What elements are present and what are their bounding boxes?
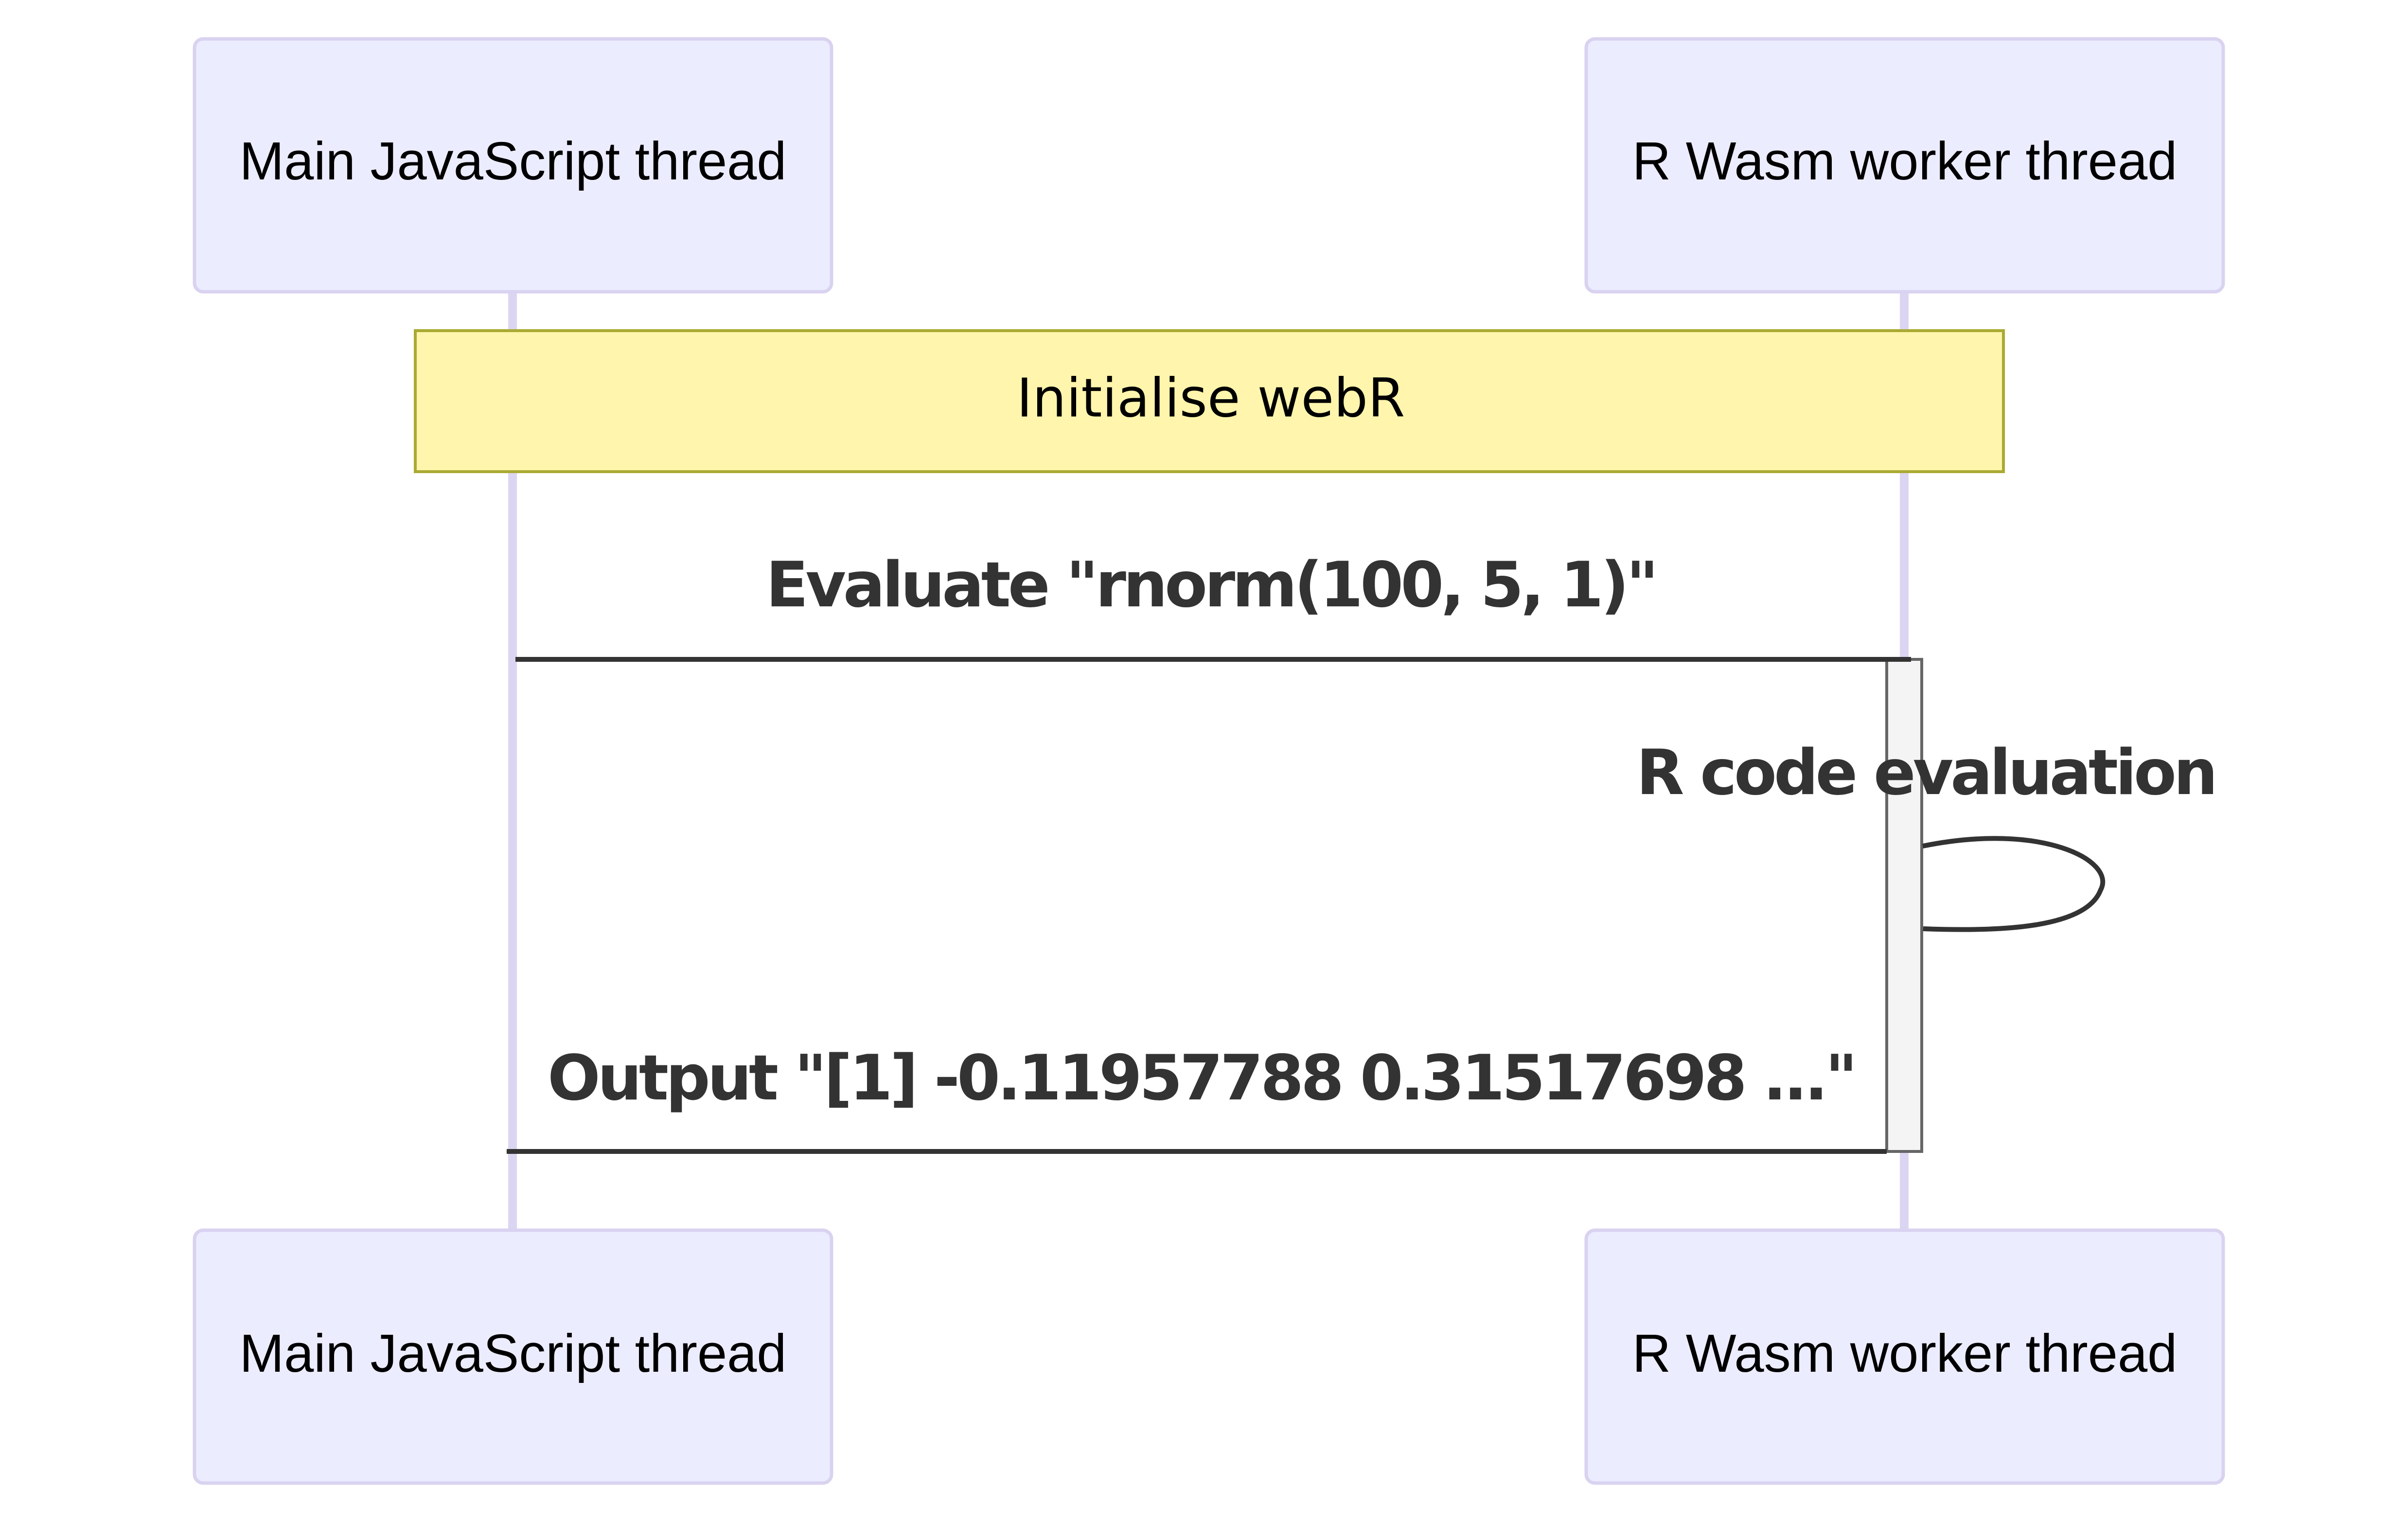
participant-label: Main JavaScript thread bbox=[240, 131, 787, 191]
participant-box bbox=[1584, 1228, 2225, 1485]
participant-box bbox=[193, 1228, 833, 1485]
participant-label: Main JavaScript thread bbox=[240, 1324, 787, 1383]
message-evaluate: Evaluate "rnorm(100, 5, 1)" bbox=[515, 549, 1912, 662]
note-initialise: Initialise webR bbox=[414, 329, 2005, 473]
participant-label: R Wasm worker thread bbox=[1632, 131, 2178, 191]
participant-worker-top: R Wasm worker thread bbox=[1584, 37, 2225, 294]
message-self-evaluation: R code evaluation bbox=[1636, 737, 2218, 932]
note-box bbox=[414, 329, 2005, 473]
activation-bar bbox=[1885, 658, 1923, 1153]
message-label: Output "[1] -0.11957788 0.31517698 ..." bbox=[548, 1042, 1855, 1114]
participant-main-top: Main JavaScript thread bbox=[193, 37, 833, 294]
message-label: R code evaluation bbox=[1636, 737, 2215, 809]
participant-box bbox=[1584, 37, 2225, 294]
participant-box bbox=[193, 37, 833, 294]
participant-label: R Wasm worker thread bbox=[1632, 1324, 2178, 1383]
message-output: Output "[1] -0.11957788 0.31517698 ..." bbox=[506, 1042, 1887, 1154]
self-arrow bbox=[1922, 836, 2106, 932]
participant-worker-bottom: R Wasm worker thread bbox=[1584, 1228, 2225, 1485]
message-label: Evaluate "rnorm(100, 5, 1)" bbox=[766, 549, 1656, 621]
note-label: Initialise webR bbox=[1017, 367, 1405, 429]
participant-main-bottom: Main JavaScript thread bbox=[193, 1228, 833, 1485]
